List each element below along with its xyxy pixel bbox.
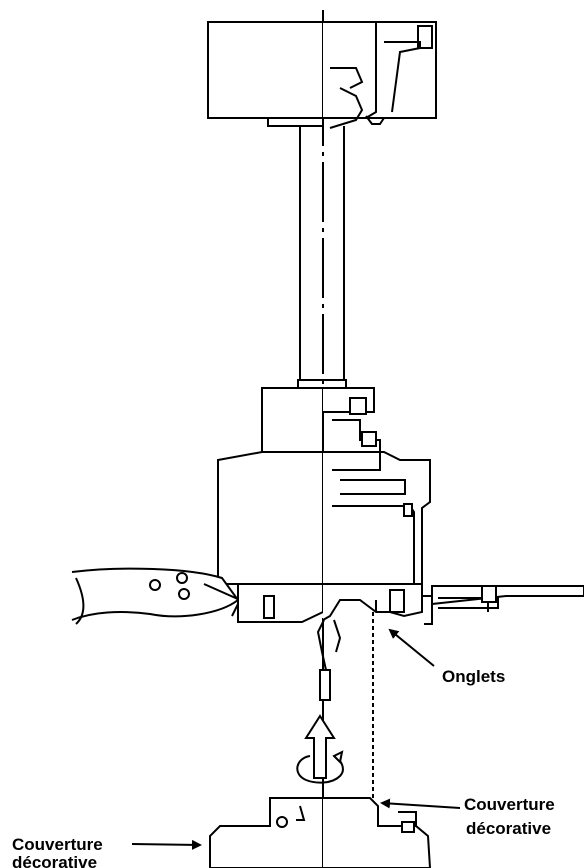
cover-right-arrow bbox=[380, 798, 461, 809]
rotate-arrow-icon bbox=[296, 750, 344, 784]
up-arrow-icon bbox=[304, 714, 336, 779]
label-cover-right-line2: décorative bbox=[466, 819, 551, 838]
label-cover-left-line2: décorative bbox=[12, 853, 97, 868]
motor-housing bbox=[217, 387, 431, 585]
right-blade bbox=[422, 585, 584, 625]
decorative-cover bbox=[209, 797, 432, 868]
pull-chain-wires bbox=[316, 619, 342, 701]
switch-housing bbox=[237, 583, 423, 623]
cover-left-arrow bbox=[131, 839, 202, 850]
tabs-arrow bbox=[388, 628, 435, 667]
ceiling-canopy bbox=[207, 21, 437, 129]
left-blade bbox=[71, 567, 242, 625]
label-cover-left-line1: Couverture bbox=[12, 835, 103, 854]
label-cover-right-line1: Couverture bbox=[464, 795, 555, 814]
label-tabs: Onglets bbox=[442, 667, 505, 686]
